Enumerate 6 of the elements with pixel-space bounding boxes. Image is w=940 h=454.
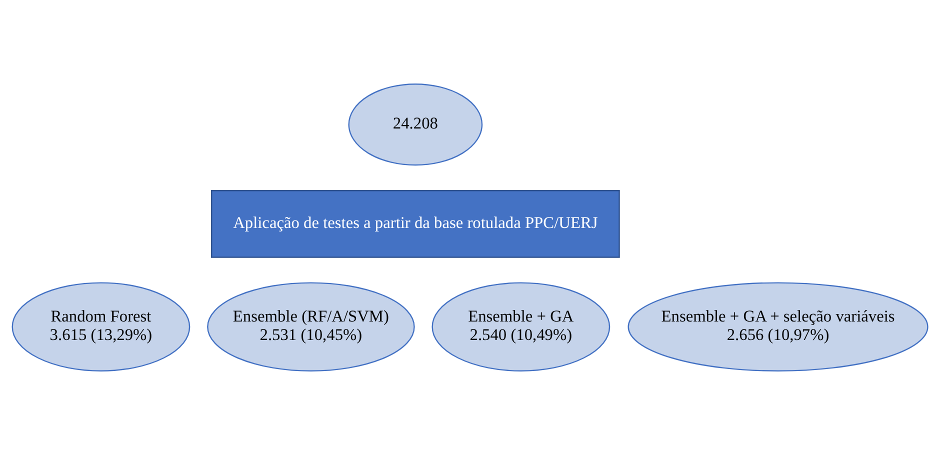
node-ellipse: Ensemble (RF/A/SVM) 2.531 (10,45%) [207, 282, 415, 372]
node-ellipse: Random Forest 3.615 (13,29%) [12, 282, 190, 372]
node-ellipse: 24.208 [348, 82, 483, 166]
node-box: Aplicação de testes a partir da base rotulada PPC/UERJ [210, 190, 620, 258]
node-ellipse: Ensemble + GA 2.540 (10,49%) [432, 282, 610, 372]
node-ellipse: Ensemble + GA + seleção variáveis 2.656 (10,97%) [628, 282, 928, 372]
